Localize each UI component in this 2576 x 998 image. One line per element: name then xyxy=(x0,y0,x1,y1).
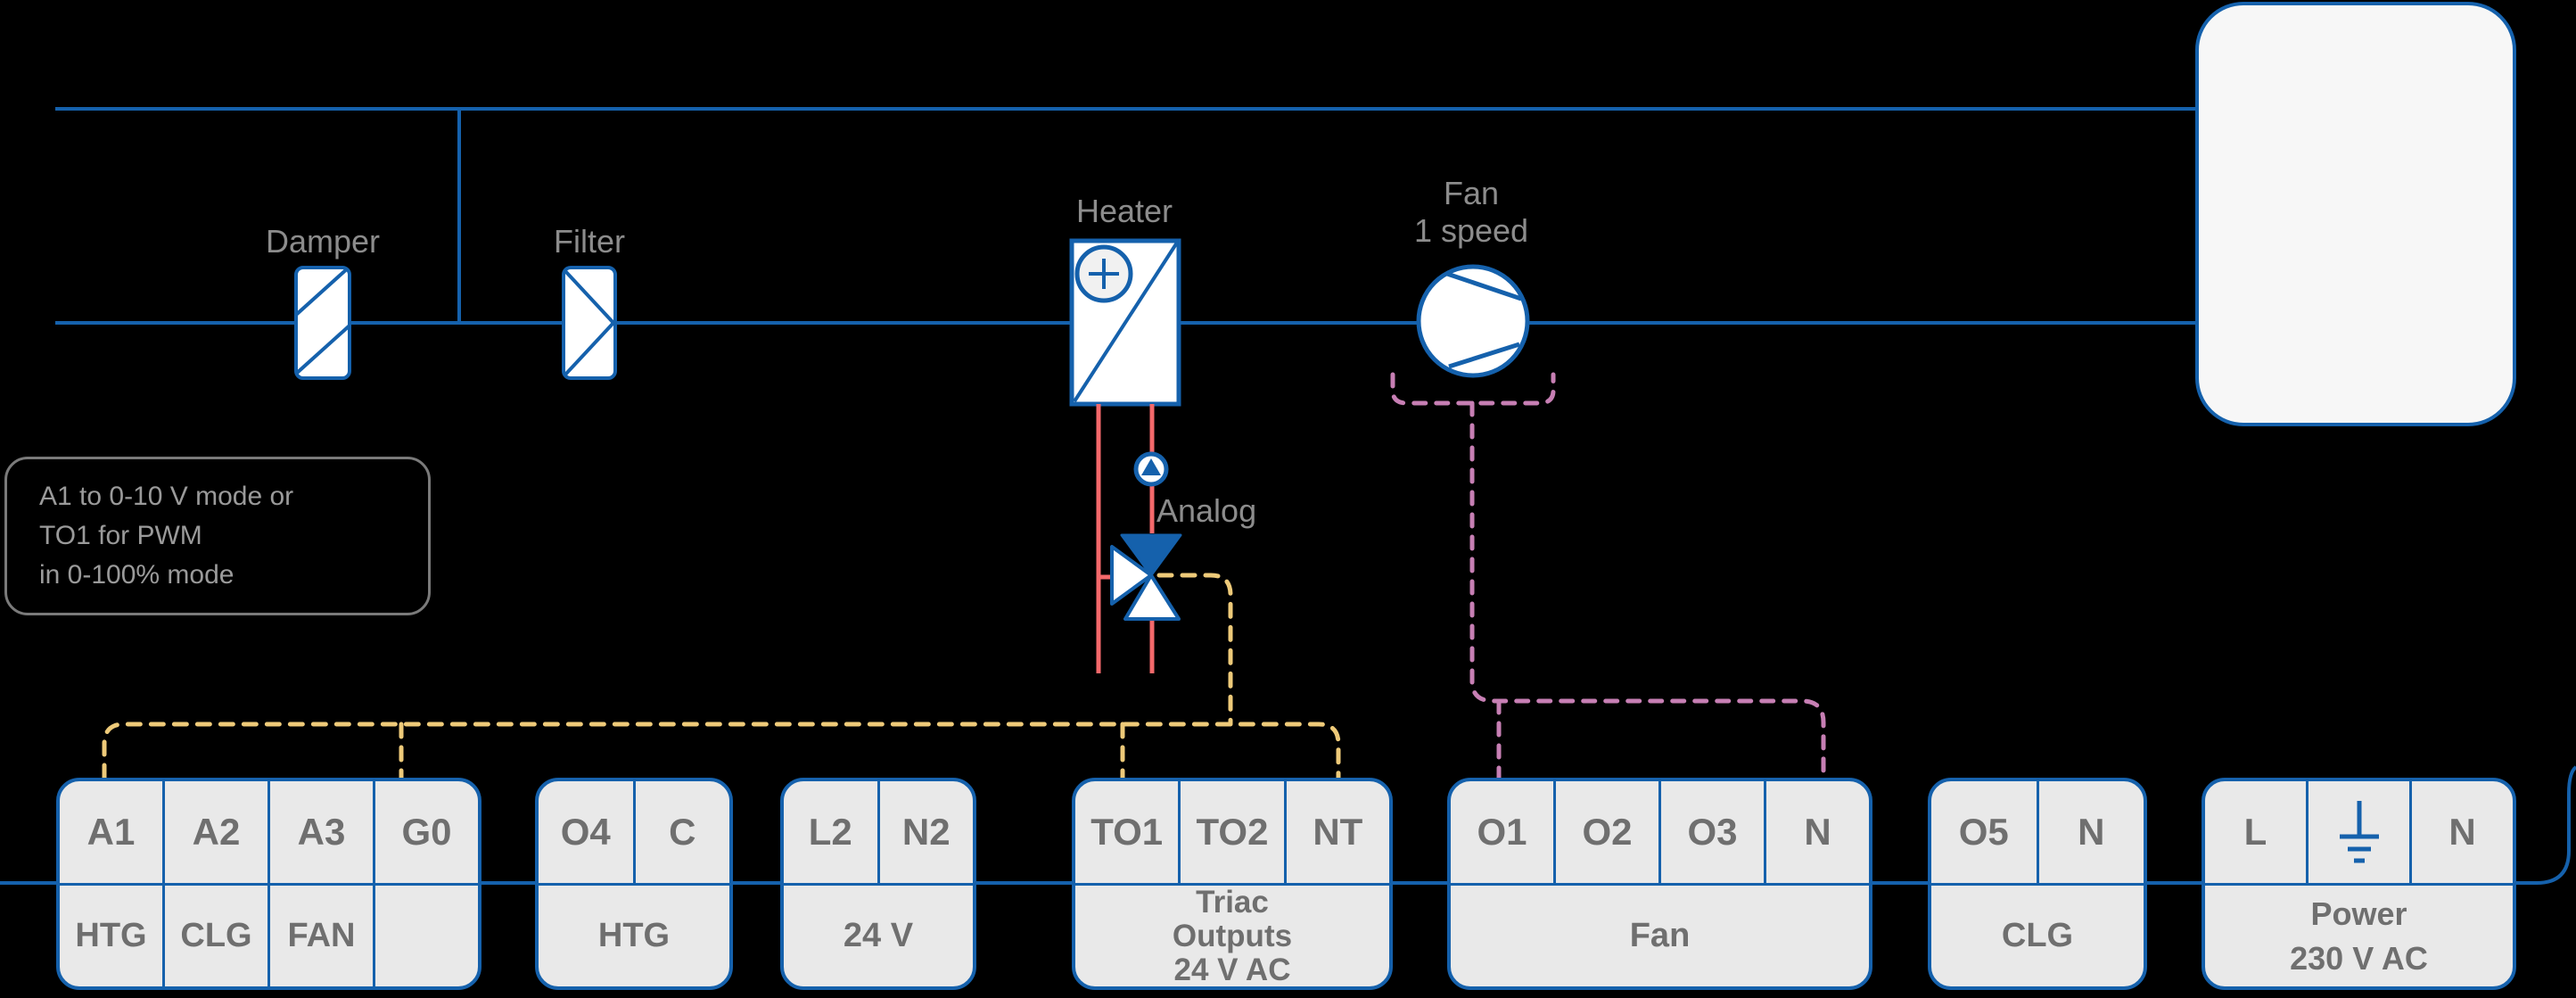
terminal-block-24v: L2 N2 24 V xyxy=(780,778,976,990)
earth-ground-icon xyxy=(2339,801,2379,863)
terminal-function-row: HTG CLG FAN xyxy=(60,883,478,986)
fan-label-line1: Fan xyxy=(1443,175,1500,211)
filter-label: Filter xyxy=(554,223,625,260)
terminal-l2: L2 xyxy=(784,781,880,883)
terminal-l: L xyxy=(2205,781,2309,883)
terminal-n2: N2 xyxy=(901,811,951,853)
terminal-block-htg: O4 C HTG xyxy=(535,778,733,990)
terminal-row: L2 N2 xyxy=(784,781,973,883)
function-clg: CLG xyxy=(165,886,270,986)
terminal-block-triac: TO1 TO2 NT Triac Outputs 24 V AC xyxy=(1072,778,1393,990)
terminal-c: C xyxy=(669,811,696,853)
damper-label: Damper xyxy=(265,223,381,260)
terminal-row: L N xyxy=(2205,781,2513,883)
triac-label-line3: 24 V AC xyxy=(1173,953,1291,987)
block-label-clg: CLG xyxy=(2001,917,2074,954)
terminal-n-power: N xyxy=(2448,811,2476,853)
terminal-row: O1 O2 O3 N xyxy=(1451,781,1869,883)
terminal-function-row: 24 V xyxy=(784,883,973,986)
block-label-htg: HTG xyxy=(597,917,671,954)
three-way-valve-icon xyxy=(1110,533,1182,621)
terminal-a2: A2 xyxy=(165,781,270,883)
note-line-2: TO1 for PWM xyxy=(39,521,202,550)
block-label-fan: Fan xyxy=(1629,917,1691,954)
terminal-function-row: Power 230 V AC xyxy=(2205,883,2513,986)
note-box: A1 to 0-10 V mode or TO1 for PWM in 0-10… xyxy=(4,457,431,615)
terminal-g0: G0 xyxy=(401,811,452,853)
analog-valve-label: Analog xyxy=(1156,492,1257,529)
heater-icon xyxy=(1069,238,1181,407)
filter-icon xyxy=(562,266,617,380)
terminal-to1: TO1 xyxy=(1075,781,1181,883)
terminal-function-row: HTG xyxy=(539,883,729,986)
terminal-a1: A1 xyxy=(60,781,165,883)
block-label-power: Power 230 V AC xyxy=(2290,892,2428,981)
power-label-line2: 230 V AC xyxy=(2290,939,2428,977)
terminal-o3: O3 xyxy=(1661,781,1766,883)
terminal-o1: O1 xyxy=(1451,781,1556,883)
function-empty xyxy=(375,886,478,986)
block-label-24v: 24 V xyxy=(843,917,914,954)
heater-pipes xyxy=(1096,404,1155,673)
terminal-nt: NT xyxy=(1313,811,1363,853)
fan-label: Fan 1 speed xyxy=(1414,175,1528,250)
terminal-row: A1 A2 A3 G0 xyxy=(60,781,478,883)
terminal-o4: O4 xyxy=(539,781,636,883)
terminal-function-row: Triac Outputs 24 V AC xyxy=(1075,883,1389,987)
note-line-3: in 0-100% mode xyxy=(39,560,235,590)
terminal-n-fan: N xyxy=(1804,811,1831,853)
terminal-row: O4 C xyxy=(539,781,729,883)
fan-label-line2: 1 speed xyxy=(1413,212,1529,249)
terminal-block-fan: O1 O2 O3 N Fan xyxy=(1447,778,1872,990)
fan-signal-wires xyxy=(1390,372,1826,780)
controller-unit xyxy=(2195,2,2516,426)
terminal-n-clg: N xyxy=(2078,811,2105,853)
terminal-ground xyxy=(2309,781,2412,883)
function-fan: FAN xyxy=(270,886,375,986)
pump-icon xyxy=(1133,451,1169,487)
note-line-1: A1 to 0-10 V mode or xyxy=(39,482,294,511)
block-label-triac: Triac Outputs 24 V AC xyxy=(1173,886,1292,987)
terminal-row: O5 N xyxy=(1931,781,2144,883)
terminal-block-clg: O5 N CLG xyxy=(1928,778,2147,990)
function-htg: HTG xyxy=(60,886,165,986)
terminal-o2: O2 xyxy=(1556,781,1661,883)
heater-label: Heater xyxy=(1075,193,1173,229)
controller-bus-line xyxy=(0,765,2576,885)
triac-label-line2: Outputs xyxy=(1172,919,1293,953)
power-label-line1: Power xyxy=(2310,895,2407,932)
fan-icon xyxy=(1416,264,1530,378)
terminal-block-power: L N Power 230 V AC xyxy=(2202,778,2516,990)
damper-icon xyxy=(294,266,351,380)
terminal-function-row: Fan xyxy=(1451,883,1869,986)
analog-signal-wires xyxy=(102,573,1341,780)
terminal-function-row: CLG xyxy=(1931,883,2144,986)
terminal-a3: A3 xyxy=(270,781,375,883)
terminal-block-analog-in: A1 A2 A3 G0 HTG CLG FAN xyxy=(56,778,481,990)
terminal-to2: TO2 xyxy=(1181,781,1287,883)
triac-label-line1: Triac xyxy=(1196,885,1269,920)
terminal-row: TO1 TO2 NT xyxy=(1075,781,1389,883)
terminal-o5: O5 xyxy=(1931,781,2039,883)
